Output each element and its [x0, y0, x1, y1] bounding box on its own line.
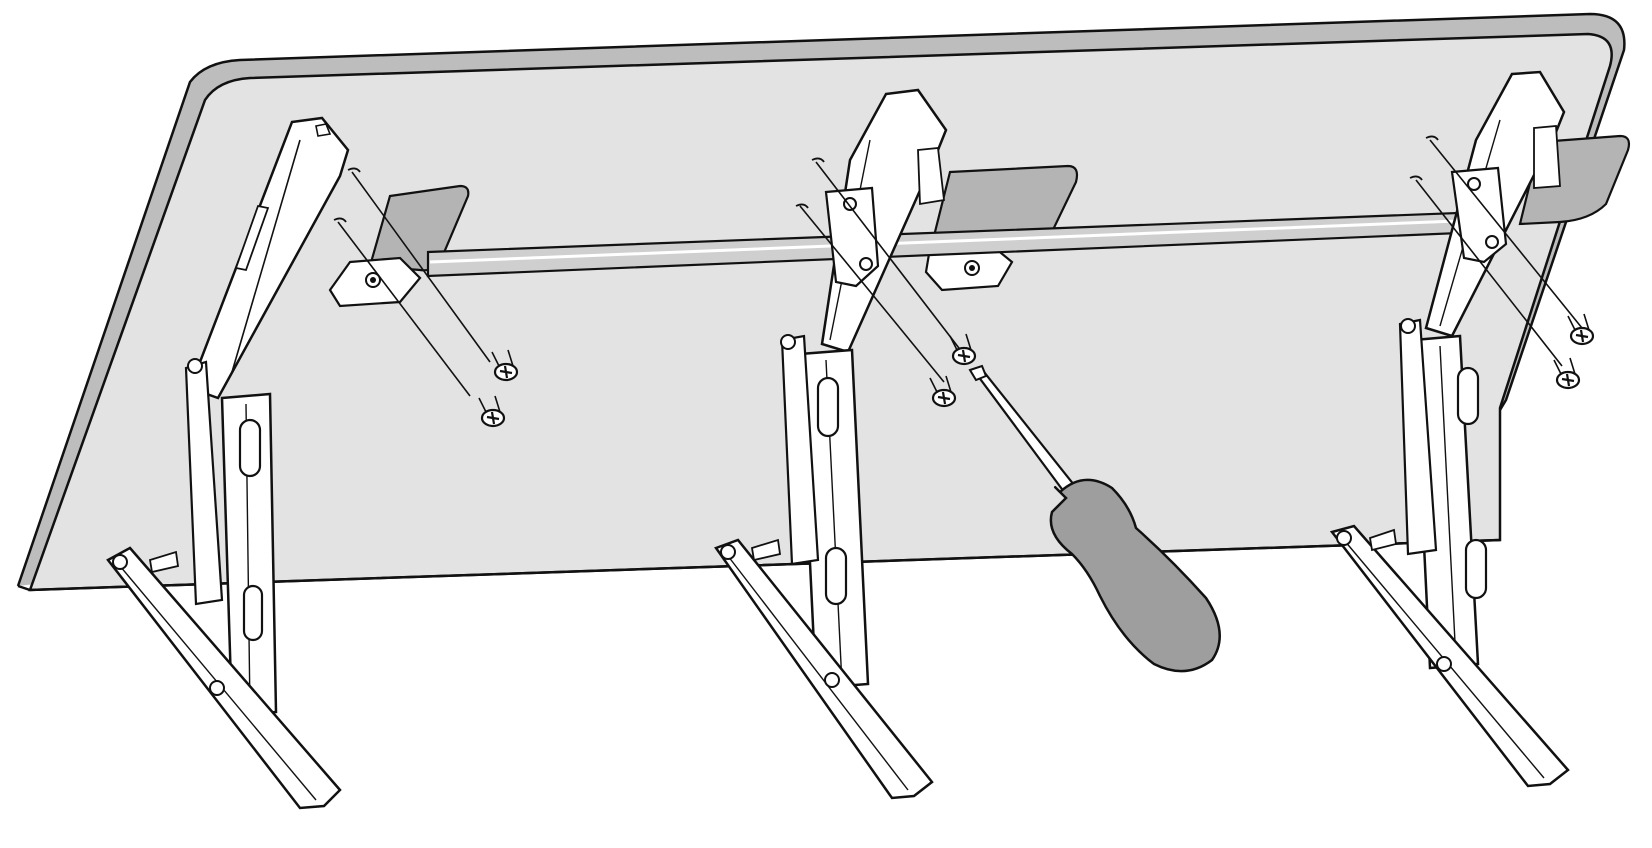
screw-icon — [1552, 356, 1581, 390]
screw-icon — [1566, 312, 1595, 346]
tabletop-panel — [16, 12, 1626, 592]
mounting-plate-left — [328, 184, 470, 308]
leg-assembly-right — [1329, 70, 1570, 788]
leg-assembly-left — [106, 116, 350, 810]
leg-assembly-center — [714, 88, 948, 800]
hole-marks — [333, 135, 1439, 223]
screw-guide-lines — [337, 139, 1583, 397]
screwdriver-icon — [968, 364, 1221, 673]
